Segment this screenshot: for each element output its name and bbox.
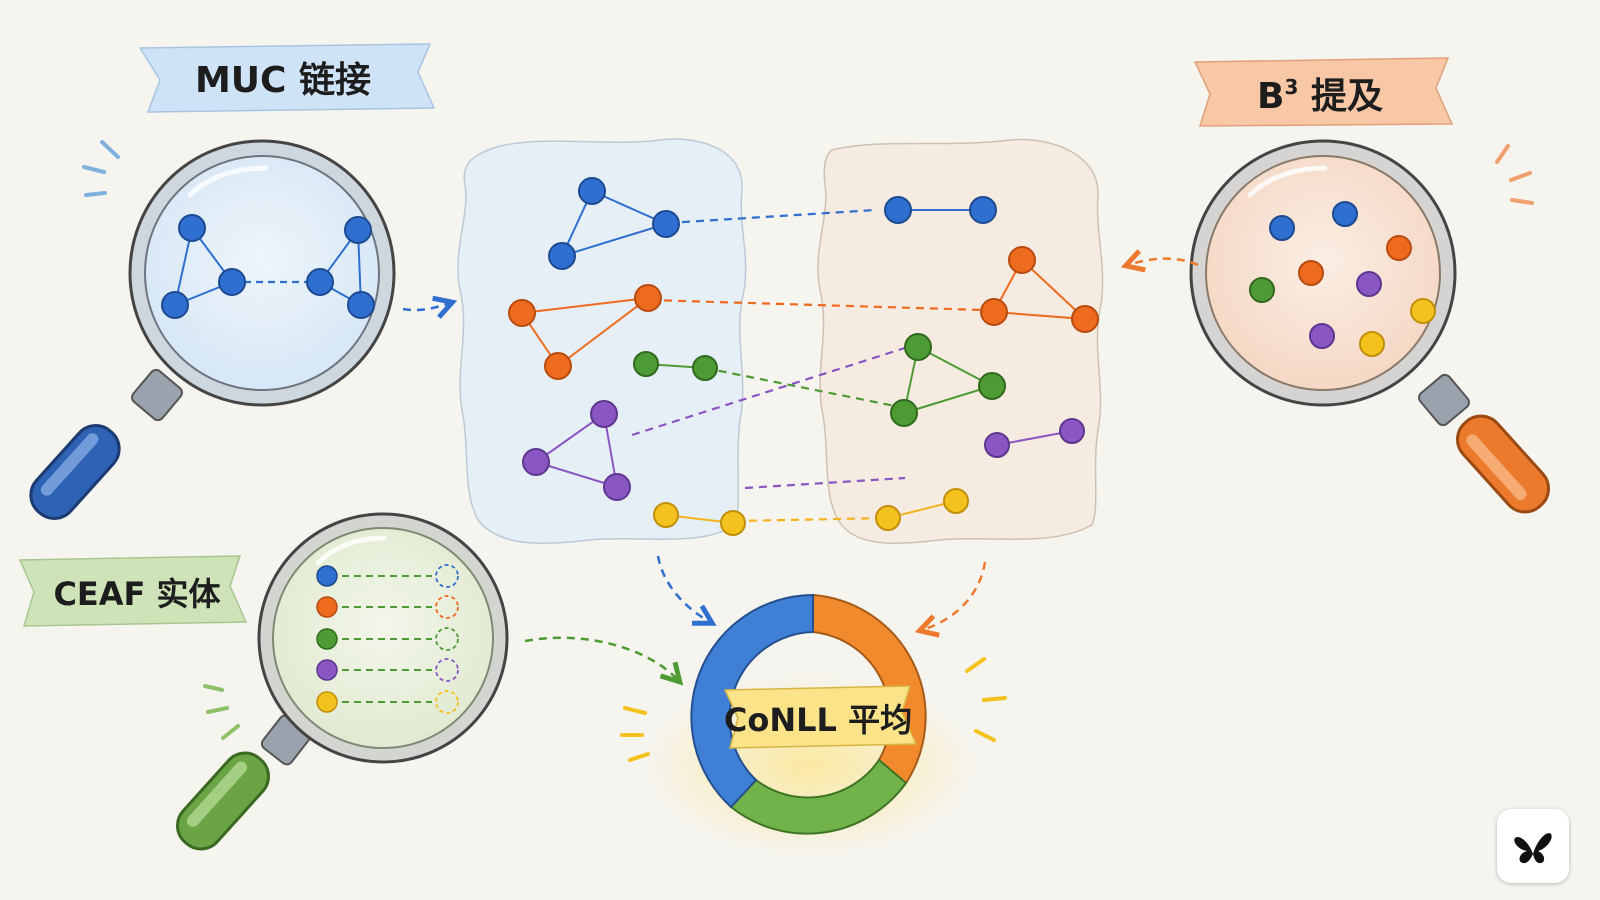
response-graph-green: [890, 333, 1006, 427]
b3-label: B3 提及: [1257, 75, 1383, 117]
response-entities-panel: [817, 138, 1104, 545]
key-graph-green: [633, 351, 718, 381]
ceaf-label-banner: CEAF 实体: [18, 555, 248, 627]
muc-label-banner: MUC 链接: [138, 43, 436, 113]
key-graph-blue: [548, 177, 680, 270]
conll-average-donut: CoNLL 平均: [620, 593, 1007, 855]
muc-magnifier: [29, 139, 396, 520]
alignment-links: [631, 208, 984, 523]
orange-magnifier-handle-icon: [1418, 373, 1550, 514]
response-graph-yellow: [875, 488, 969, 531]
app-badge[interactable]: [1497, 809, 1569, 883]
response-graph-blue: [884, 196, 997, 224]
key-graph-yellow: [653, 502, 746, 536]
conll-label: CoNLL 平均: [724, 701, 912, 739]
response-graph-purple: [984, 418, 1085, 458]
b3-label-banner: B3 提及: [1193, 57, 1454, 127]
key-graph-orange: [508, 284, 662, 380]
muc-label: MUC 链接: [195, 60, 371, 101]
blue-magnifier-handle-icon: [29, 368, 183, 520]
ceaf-label: CEAF 实体: [53, 575, 220, 613]
key-entities-panel: [457, 138, 747, 545]
b3-magnifier: [1189, 139, 1550, 514]
green-magnifier-handle-icon: [176, 714, 312, 851]
flow-arrows: [402, 259, 1199, 680]
response-graph-orange: [980, 246, 1099, 333]
key-graph-purple: [522, 400, 631, 501]
butterfly-icon: [1514, 833, 1552, 864]
ceaf-magnifier: [176, 512, 509, 851]
